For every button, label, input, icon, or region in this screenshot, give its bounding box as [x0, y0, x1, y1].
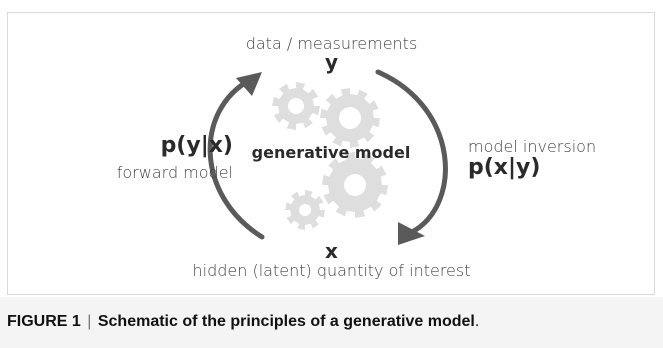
gear-icon [322, 152, 388, 218]
caption-bar: FIGURE 1 | Schematic of the principles o… [0, 297, 663, 348]
generative-model-diagram [207, 69, 448, 245]
figure-panel [7, 12, 655, 295]
center-label: generative model [251, 143, 411, 162]
inversion-arrow-icon [375, 69, 448, 245]
left-formula: p(y|x) [160, 133, 233, 158]
caption-suffix: . [474, 313, 480, 330]
gear-icon [272, 82, 320, 130]
top-label: data / measurements [245, 34, 418, 53]
gear-icon [285, 190, 325, 230]
right-formula: p(x|y) [468, 155, 541, 180]
top-symbol: y [324, 50, 339, 74]
gear-icon [320, 88, 380, 148]
bottom-label: hidden (latent) quantity of interest [192, 261, 471, 280]
forward-arrow-icon [207, 72, 265, 240]
caption-text: Schematic of the principles of a generat… [97, 313, 475, 330]
left-label: forward model [116, 163, 233, 182]
caption-separator: | [87, 313, 92, 330]
caption-prefix: FIGURE 1 [7, 313, 81, 330]
bottom-symbol: x [325, 239, 338, 263]
right-label: model inversion [468, 137, 597, 156]
figure-caption: FIGURE 1 | Schematic of the principles o… [7, 313, 479, 331]
